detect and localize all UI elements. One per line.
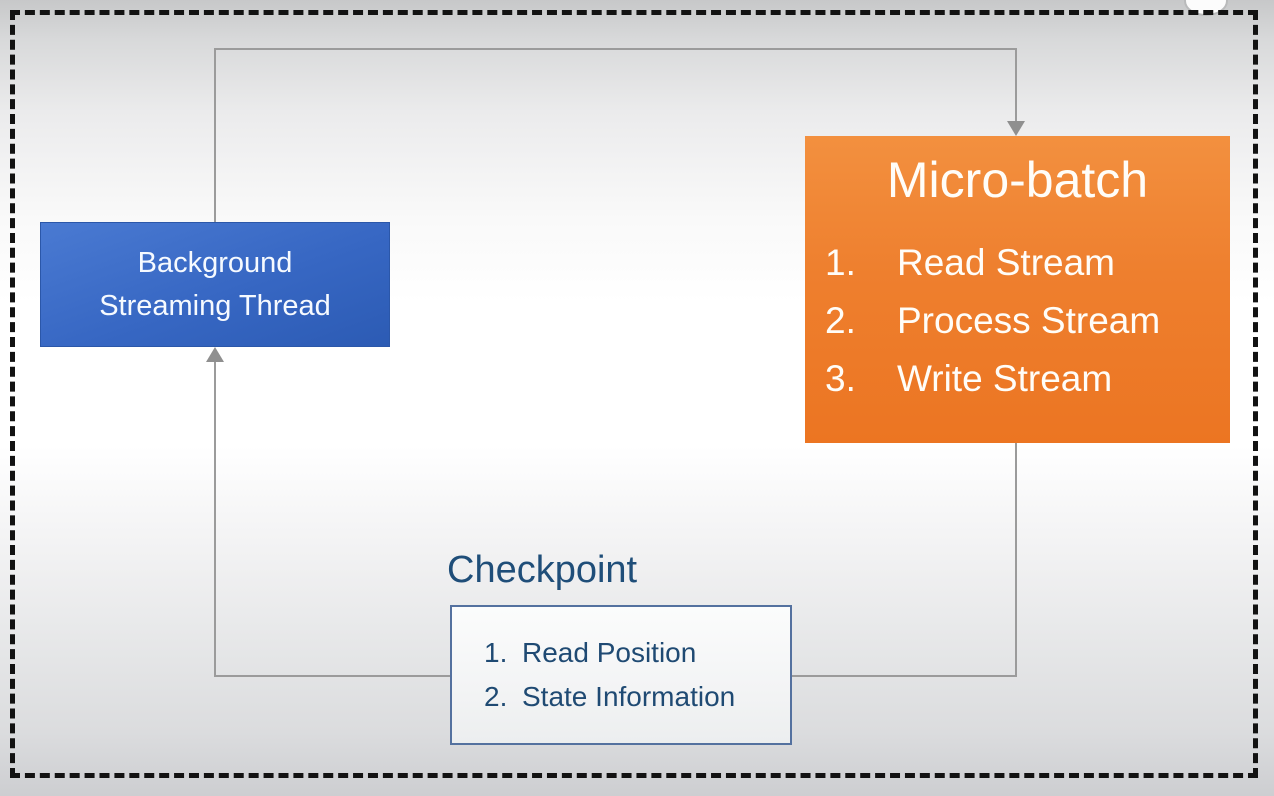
list-item-number: 3. xyxy=(825,358,856,399)
connector-blue-to-orange-horizontal-top xyxy=(214,48,1017,50)
list-item: 2. State Information xyxy=(484,675,790,719)
background-thread-label-line2: Streaming Thread xyxy=(99,289,331,322)
list-item-label: Process Stream xyxy=(897,300,1161,341)
list-item: 1. Read Stream xyxy=(825,234,1230,292)
arrowhead-down-icon xyxy=(1007,121,1025,136)
list-item-number: 2. xyxy=(484,681,508,712)
list-item: 2. Process Stream xyxy=(825,292,1230,350)
arrowhead-up-icon xyxy=(206,347,224,362)
checkpoint-title: Checkpoint xyxy=(447,549,638,591)
micro-batch-title: Micro-batch xyxy=(886,152,1149,208)
connector-orange-to-blue-vertical-left xyxy=(214,360,216,677)
list-item-label: Write Stream xyxy=(897,358,1113,399)
connector-blue-to-orange-vertical-left xyxy=(214,48,216,222)
checkpoint-box: 1. Read Position 2. State Information xyxy=(450,605,792,745)
list-item: 1. Read Position xyxy=(484,631,790,675)
list-item-label: Read Stream xyxy=(897,242,1115,283)
list-item: 3. Write Stream xyxy=(825,350,1230,408)
list-item-number: 1. xyxy=(484,637,508,668)
background-streaming-thread-box: Background Streaming Thread xyxy=(40,222,390,347)
background-thread-label-line1: Background xyxy=(137,246,293,279)
micro-batch-list: 1. Read Stream 2. Process Stream 3. Writ… xyxy=(805,234,1230,408)
connector-orange-to-blue-vertical-right xyxy=(1015,443,1017,677)
dashed-border-frame xyxy=(10,10,1258,778)
list-item-label: State Information xyxy=(522,681,736,712)
list-item-number: 1. xyxy=(825,242,856,283)
connector-blue-to-orange-vertical-right xyxy=(1015,48,1017,124)
list-item-number: 2. xyxy=(825,300,856,341)
list-item-label: Read Position xyxy=(522,637,697,668)
micro-batch-box: Micro-batch 1. Read Stream 2. Process St… xyxy=(805,136,1230,443)
